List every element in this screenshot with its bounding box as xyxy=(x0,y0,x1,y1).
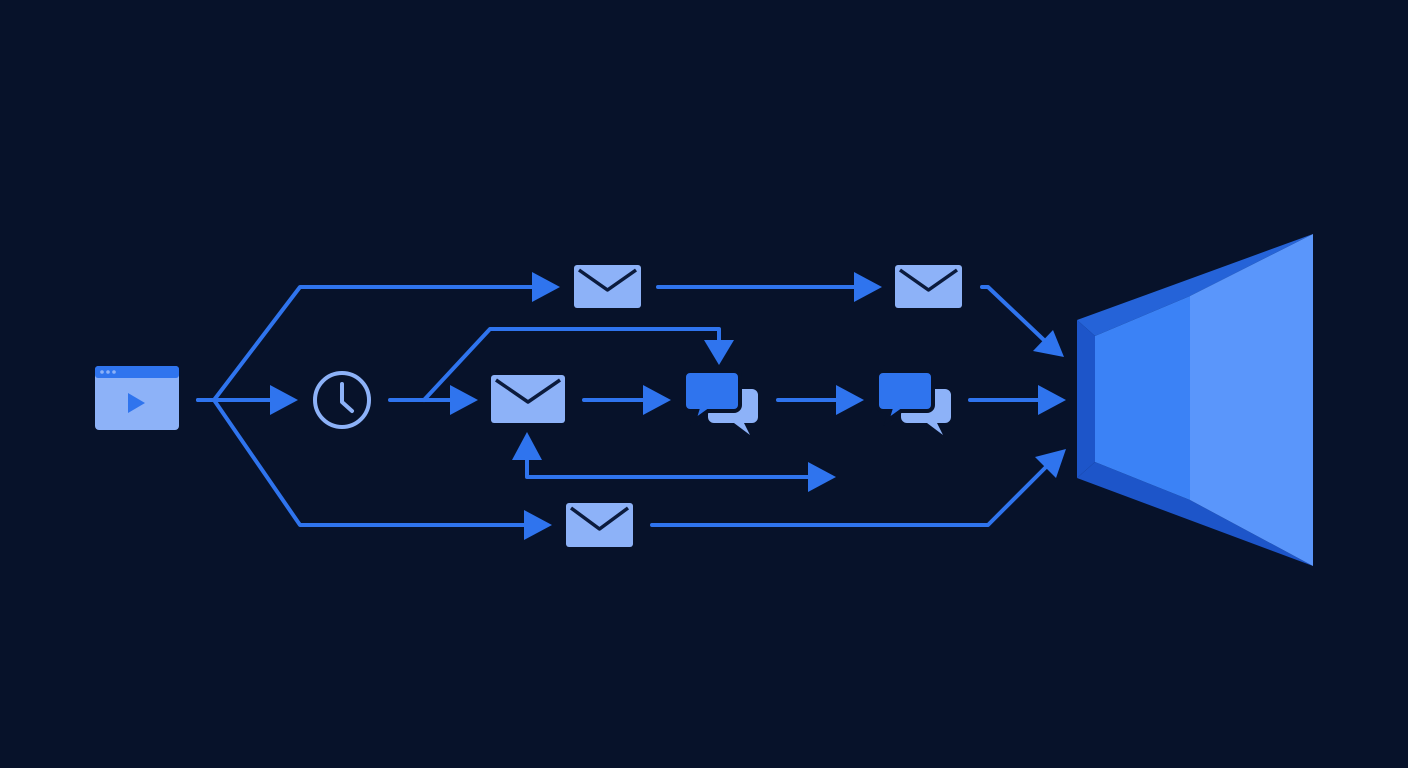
funnel-icon xyxy=(1077,234,1313,566)
chat-bubbles-icon xyxy=(682,369,758,435)
clock-icon xyxy=(313,371,371,429)
arrow-head-icon xyxy=(1033,330,1064,357)
arrow-head-icon xyxy=(1038,385,1066,415)
flow-line-top-2-to-funnel xyxy=(980,285,1048,344)
email-icon xyxy=(895,265,962,308)
arrow-head-icon xyxy=(450,385,478,415)
arrow-heads xyxy=(270,272,1066,540)
flow-line-bottom-to-funnel xyxy=(650,465,1048,527)
arrow-head-icon xyxy=(270,385,298,415)
flow-line-clock-branch-up xyxy=(422,327,721,402)
funnel-top-face xyxy=(1077,234,1313,336)
arrow-head-icon xyxy=(836,385,864,415)
flow-line-trigger-top xyxy=(196,285,538,402)
chat-bubbles-icon xyxy=(875,369,951,435)
arrow-head-icon xyxy=(643,385,671,415)
email-icon xyxy=(491,375,565,423)
arrow-head-icon xyxy=(512,432,542,460)
arrow-head-icon xyxy=(532,272,560,302)
flow-connectors xyxy=(196,285,1048,527)
email-icon xyxy=(574,265,641,308)
flow-line-loop-back xyxy=(525,454,814,479)
arrow-head-icon xyxy=(854,272,882,302)
arrow-head-icon xyxy=(808,462,836,492)
email-icon xyxy=(566,503,633,547)
arrow-head-icon xyxy=(524,510,552,540)
funnel-front-face xyxy=(1095,296,1190,500)
arrow-head-icon xyxy=(1035,449,1066,478)
funnel-side-face xyxy=(1077,320,1095,478)
video-player-icon xyxy=(95,366,179,430)
flow-line-trigger-bottom xyxy=(212,398,532,527)
funnel-right-face xyxy=(1190,234,1313,566)
funnel-bottom-face xyxy=(1077,462,1313,566)
arrow-head-icon xyxy=(704,340,734,365)
